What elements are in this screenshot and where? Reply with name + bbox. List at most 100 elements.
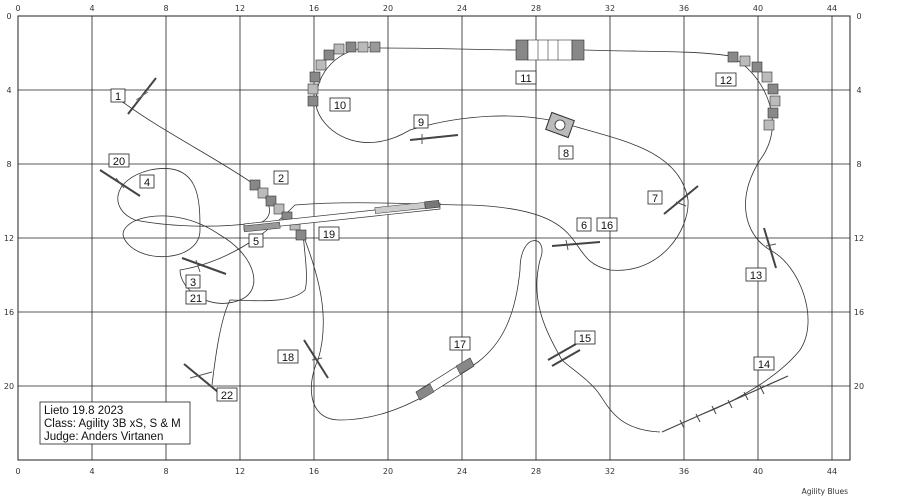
credit-text: Agility Blues [802,487,849,496]
number-label-10: 10 [329,97,351,112]
ruler-y-label: 8 [6,160,11,169]
number-label-7: 7 [647,190,663,205]
ruler-x-label: 0 [15,4,20,13]
number-label-18: 18 [277,349,299,364]
number-label-5: 5 [248,233,264,248]
ruler-x-label: 32 [605,4,615,13]
ruler-y-label: 16 [854,308,864,317]
ruler-x-label: 32 [605,467,615,476]
ruler-y-label: 0 [6,12,11,21]
tunnel-2 [249,179,307,241]
tunnel-12 [727,51,781,131]
ruler-x-label: 40 [753,467,763,476]
ruler-x-label: 16 [309,467,319,476]
handler-path-right [379,47,809,416]
ruler-x-label: 28 [531,467,541,476]
jump-3 [181,257,227,275]
double-jump-15 [547,343,581,367]
number-label-14: 14 [753,356,775,371]
ruler-x-label: 4 [89,467,94,476]
svg-text:19: 19 [323,229,335,241]
tire-8 [545,111,575,139]
svg-text:20: 20 [113,156,125,168]
number-label-2: 2 [273,170,289,185]
ruler-y-label: 4 [6,86,11,95]
number-label-21: 21 [185,290,207,305]
ruler-right: 0 4 8 12 16 20 [854,12,864,391]
number-label-6: 6 [576,217,592,232]
svg-text:3: 3 [190,277,196,289]
number-label-3: 3 [185,274,201,289]
number-label-20: 20 [108,153,130,168]
svg-text:8: 8 [563,148,569,160]
jump-22 [183,363,219,393]
number-label-11: 11 [515,70,537,85]
svg-text:16: 16 [601,220,613,232]
number-label-4: 4 [139,174,155,189]
ruler-x-label: 16 [309,4,319,13]
obstacle-numbers: 1 2 3 4 5 6 7 8 9 10 11 12 13 14 15 16 1… [108,70,775,402]
svg-text:15: 15 [579,333,591,345]
ruler-x-label: 28 [531,4,541,13]
ruler-left: 0 4 8 12 16 20 [4,12,14,391]
number-label-22: 22 [216,387,238,402]
ruler-y-label: 4 [856,86,861,95]
ruler-y-label: 16 [4,308,14,317]
tunnel-10 [307,41,381,107]
ruler-y-label: 20 [4,382,14,391]
number-label-13: 13 [745,267,767,282]
ruler-y-label: 0 [856,12,861,21]
ruler-x-label: 36 [679,467,689,476]
svg-text:12: 12 [720,75,732,87]
judge-name: Judge: Anders Virtanen [44,431,163,443]
jump-18 [303,339,329,379]
jump-4 [99,169,141,197]
ruler-x-label: 0 [15,467,20,476]
ruler-x-label: 8 [163,467,168,476]
ruler-top: 0 4 8 12 16 20 24 28 32 36 40 44 [15,4,837,13]
ruler-x-label: 12 [235,467,245,476]
ruler-x-label: 4 [89,4,94,13]
ruler-x-label: 24 [457,467,467,476]
svg-text:22: 22 [221,390,233,402]
seesaw-17 [415,357,475,401]
weave-14 [661,375,789,433]
number-label-8: 8 [558,145,574,160]
ruler-x-label: 24 [457,4,467,13]
ruler-x-label: 8 [163,4,168,13]
jump-1 [127,77,157,115]
ruler-y-label: 20 [854,382,864,391]
svg-text:14: 14 [758,359,770,371]
svg-text:9: 9 [418,117,424,129]
number-label-16: 16 [596,217,618,232]
ruler-x-label: 40 [753,4,763,13]
number-label-1: 1 [110,88,126,103]
svg-text:13: 13 [750,270,762,282]
tunnel-11 [515,39,585,61]
svg-text:17: 17 [454,339,466,351]
course-info-box: Lieto 19.8 2023 Class: Agility 3B xS, S … [39,401,191,445]
ruler-bottom: 0 4 8 12 16 20 24 28 32 36 40 44 [15,467,837,476]
jump-13 [763,227,777,269]
dogwalk-5 [243,200,441,233]
svg-text:21: 21 [190,293,202,305]
svg-text:7: 7 [652,193,658,205]
jump-9 [409,134,459,144]
ruler-y-label: 8 [856,160,861,169]
jump-6 [551,239,601,251]
class-name: Class: Agility 3B xS, S & M [44,418,181,430]
ruler-y-label: 12 [854,234,864,243]
ruler-y-label: 12 [4,234,14,243]
svg-text:18: 18 [282,352,294,364]
ruler-x-label: 44 [827,4,837,13]
ruler-x-label: 12 [235,4,245,13]
ruler-x-label: 36 [679,4,689,13]
ruler-x-label: 44 [827,467,837,476]
number-label-15: 15 [574,330,596,345]
jump-7 [663,185,699,215]
ruler-x-label: 20 [383,4,393,13]
svg-text:5: 5 [253,236,259,248]
number-label-19: 19 [318,226,340,241]
svg-text:4: 4 [144,177,150,189]
